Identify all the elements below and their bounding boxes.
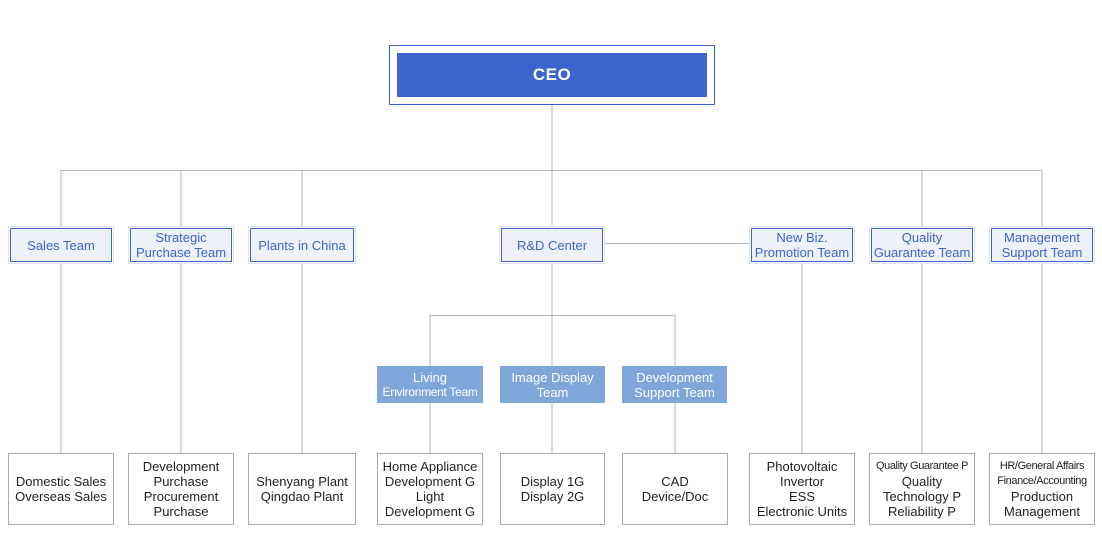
strategic-purchase-team-label-2: Purchase Team bbox=[135, 245, 227, 260]
leaf-text: Quality bbox=[901, 474, 943, 489]
plants-in-china-units: Shenyang Plant Qingdao Plant bbox=[248, 453, 356, 525]
leaf-text: Purchase bbox=[153, 504, 209, 519]
leaf-text: Home Appliance bbox=[382, 459, 478, 474]
leaf-text: Device/Doc bbox=[641, 489, 709, 504]
leaf-text: Display 1G bbox=[520, 474, 585, 489]
strategic-purchase-units: Development Purchase Procurement Purchas… bbox=[128, 453, 234, 525]
strategic-purchase-team-node: Strategic Purchase Team bbox=[128, 226, 234, 264]
living-environment-label-1: Living bbox=[413, 369, 447, 385]
leaf-text: Finance/Accounting bbox=[997, 475, 1087, 487]
sales-team-units: Domestic Sales Overseas Sales bbox=[8, 453, 114, 525]
leaf-text: Invertor bbox=[779, 474, 825, 489]
leaf-text: Purchase bbox=[153, 474, 209, 489]
quality-guarantee-label-2: Guarantee Team bbox=[873, 245, 971, 260]
leaf-text: Development G bbox=[384, 474, 476, 489]
development-support-units: CAD Device/Doc bbox=[622, 453, 728, 525]
image-display-label-2: Team bbox=[536, 384, 569, 400]
leaf-text: Electronic Units bbox=[756, 504, 848, 519]
leaf-text: Qingdao Plant bbox=[260, 489, 344, 504]
rnd-center-label: R&D Center bbox=[516, 237, 588, 253]
management-support-label-1: Management bbox=[1004, 230, 1080, 245]
development-support-label-1: Development bbox=[636, 369, 713, 385]
leaf-text: ESS bbox=[788, 489, 815, 504]
leaf-text: Domestic Sales bbox=[15, 474, 107, 489]
leaf-text: CAD bbox=[661, 474, 689, 489]
quality-guarantee-label-1: Quality bbox=[901, 230, 943, 245]
living-environment-units: Home Appliance Development G Light Devel… bbox=[377, 453, 483, 525]
new-biz-units: Photovoltaic Invertor ESS Electronic Uni… bbox=[749, 453, 855, 525]
quality-guarantee-team-node: Quality Guarantee Team bbox=[869, 226, 975, 264]
leaf-text: Light bbox=[415, 489, 445, 504]
leaf-text: Procurement bbox=[143, 489, 219, 504]
sales-team-label: Sales Team bbox=[27, 237, 95, 253]
ceo-label: CEO bbox=[397, 53, 707, 97]
leaf-text: Quality Guarantee P bbox=[875, 460, 969, 472]
leaf-text: Management bbox=[1004, 504, 1080, 519]
development-support-team-node: Development Support Team bbox=[622, 366, 727, 403]
strategic-purchase-team-label-1: Strategic bbox=[155, 230, 207, 245]
leaf-text: Shenyang Plant bbox=[256, 474, 348, 489]
leaf-text: Photovoltaic bbox=[766, 459, 838, 474]
rnd-center-node: R&D Center bbox=[499, 226, 605, 264]
living-environment-label-2: Environment Team bbox=[382, 384, 478, 399]
leaf-text: Technology P bbox=[882, 489, 962, 504]
leaf-text: HR/General Affairs bbox=[999, 460, 1085, 472]
development-support-label-2: Support Team bbox=[634, 384, 715, 400]
leaf-text: Overseas Sales bbox=[15, 489, 107, 504]
new-biz-label-2: Promotion Team bbox=[754, 245, 850, 260]
leaf-text: Production bbox=[1010, 489, 1074, 504]
new-biz-promotion-team-node: New Biz. Promotion Team bbox=[749, 226, 855, 264]
leaf-text: Reliability P bbox=[888, 504, 956, 519]
management-support-team-node: Management Support Team bbox=[989, 226, 1095, 264]
new-biz-label-1: New Biz. bbox=[776, 230, 828, 245]
leaf-text: Display 2G bbox=[520, 489, 585, 504]
quality-guarantee-units: Quality Guarantee P Quality Technology P… bbox=[869, 453, 975, 525]
plants-in-china-label: Plants in China bbox=[258, 237, 346, 253]
management-support-label-2: Support Team bbox=[1001, 245, 1083, 260]
image-display-units: Display 1G Display 2G bbox=[500, 453, 605, 525]
sales-team-node: Sales Team bbox=[8, 226, 114, 264]
ceo-node: CEO bbox=[389, 45, 715, 105]
leaf-text: Development G bbox=[384, 504, 476, 519]
management-support-units: HR/General Affairs Finance/Accounting Pr… bbox=[989, 453, 1095, 525]
plants-in-china-node: Plants in China bbox=[248, 226, 356, 264]
leaf-text: Development bbox=[142, 459, 220, 474]
image-display-team-node: Image Display Team bbox=[500, 366, 605, 403]
image-display-label-1: Image Display bbox=[511, 369, 594, 385]
living-environment-team-node: Living Environment Team bbox=[377, 366, 483, 403]
